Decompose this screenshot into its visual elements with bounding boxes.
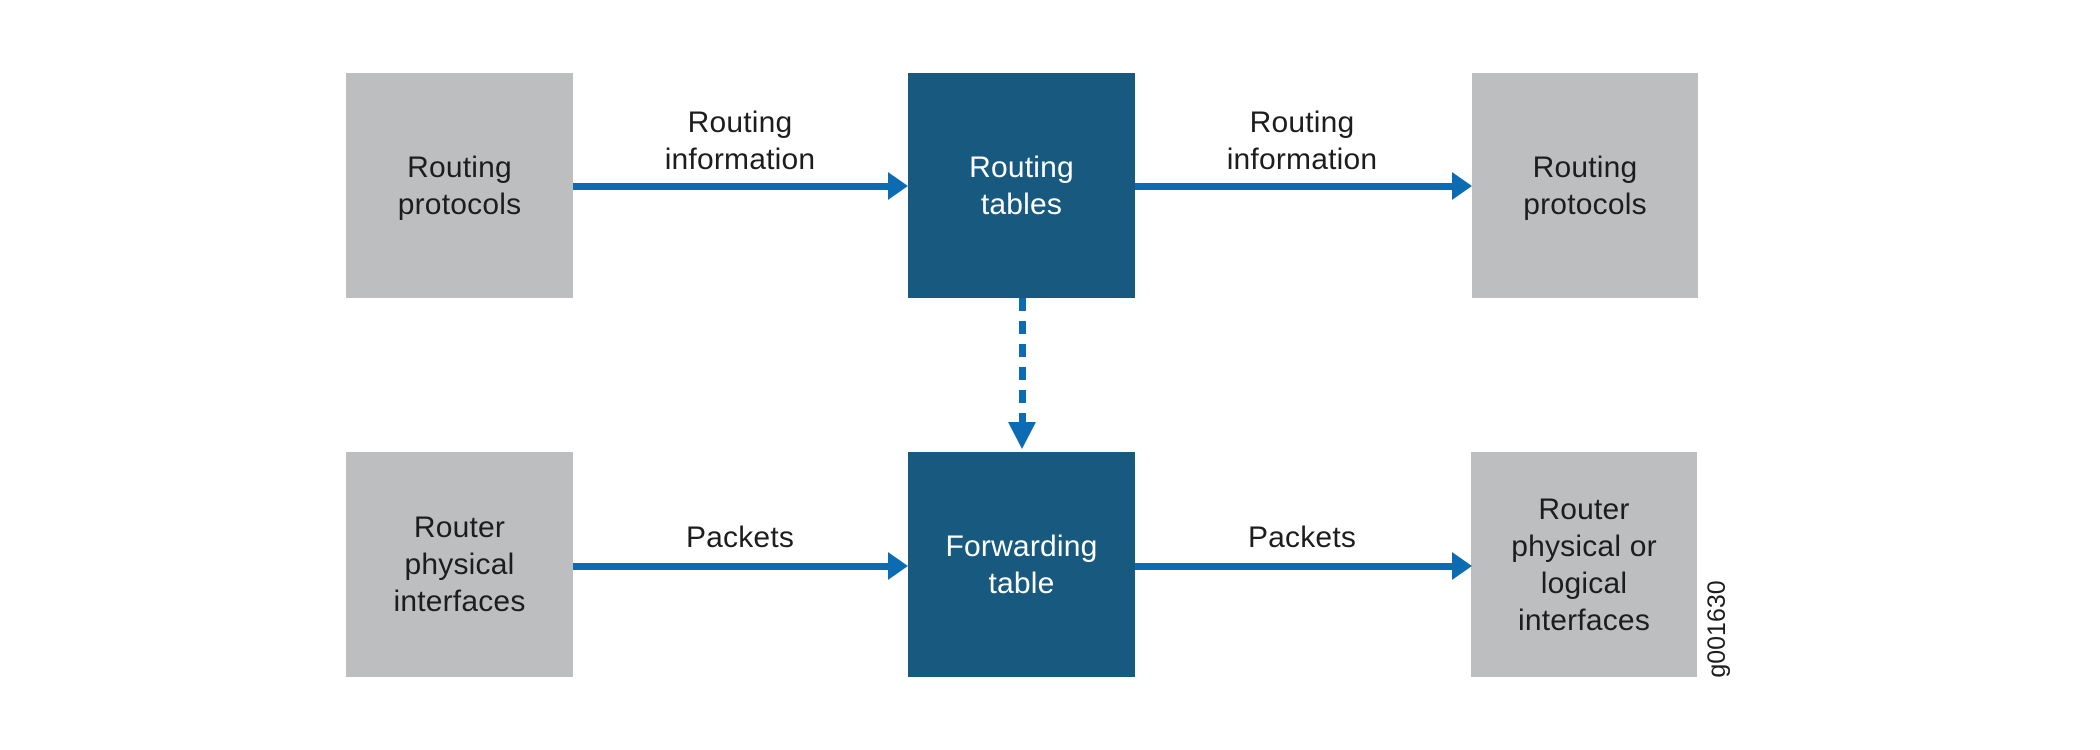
- edge-label-routing-information-right: Routing information: [1132, 104, 1472, 178]
- node-label: Routing tables: [969, 149, 1074, 223]
- figure-id-label: g001630: [1703, 580, 1731, 678]
- edge-label-line: information: [1226, 143, 1378, 176]
- arrow-head-right-icon: [888, 552, 908, 580]
- node-label: Routing protocols: [1523, 149, 1647, 223]
- node-label-line: physical or: [1511, 529, 1657, 563]
- node-router-physical-or-logical-interfaces: Router physical or logical interfaces: [1471, 452, 1697, 677]
- node-label-line: Routing: [407, 150, 512, 184]
- node-label-line: interfaces: [393, 585, 526, 618]
- node-label: Router physical or logical interfaces: [1511, 491, 1657, 639]
- node-label-line: Forwarding: [945, 529, 1098, 563]
- node-label-line: tables: [980, 187, 1063, 221]
- node-routing-protocols-right: Routing protocols: [1472, 73, 1698, 298]
- node-label-line: Router: [1538, 492, 1630, 526]
- node-label: Routing protocols: [398, 149, 522, 223]
- arrow-head-right-icon: [1452, 172, 1472, 200]
- node-routing-tables: Routing tables: [908, 73, 1135, 298]
- node-label-line: Routing: [969, 150, 1074, 184]
- arrow-shaft: [1135, 182, 1453, 190]
- node-label-line: protocols: [397, 187, 522, 221]
- arrow-routing-info-left: [573, 172, 908, 200]
- node-label-line: logical: [1540, 566, 1628, 600]
- arrow-shaft: [1135, 562, 1453, 570]
- node-label-line: table: [988, 566, 1055, 600]
- edge-label-routing-information-left: Routing information: [570, 104, 910, 178]
- arrow-packets-right: [1135, 552, 1472, 580]
- edge-label-line: information: [664, 143, 816, 176]
- edge-label-packets-right: Packets: [1247, 521, 1357, 554]
- node-label-line: physical: [404, 548, 515, 581]
- node-routing-protocols-left: Routing protocols: [346, 73, 573, 298]
- arrow-packets-left: [573, 552, 908, 580]
- edge-label-line: Routing: [687, 106, 793, 139]
- arrow-shaft: [573, 562, 889, 570]
- edge-label-packets-left: Packets: [685, 521, 795, 554]
- arrow-head-down-icon: [1008, 422, 1036, 449]
- arrow-head-right-icon: [888, 172, 908, 200]
- node-label-line: Routing: [1532, 150, 1638, 184]
- node-label: Forwarding table: [945, 528, 1097, 602]
- node-router-physical-interfaces: Router physical interfaces: [346, 452, 573, 677]
- node-forwarding-table: Forwarding table: [908, 452, 1135, 677]
- node-label-line: interfaces: [1517, 603, 1651, 637]
- node-label-line: Router: [413, 511, 506, 544]
- arrow-dashed-shaft: [1018, 298, 1026, 422]
- arrow-head-right-icon: [1452, 552, 1472, 580]
- arrow-routing-info-right: [1135, 172, 1472, 200]
- node-label-line: protocols: [1523, 187, 1647, 221]
- node-label: Router physical interfaces: [393, 509, 525, 620]
- edge-label-line: Routing: [1249, 106, 1355, 139]
- arrow-shaft: [573, 182, 889, 190]
- arrow-routing-tables-to-forwarding-table: [1008, 298, 1036, 449]
